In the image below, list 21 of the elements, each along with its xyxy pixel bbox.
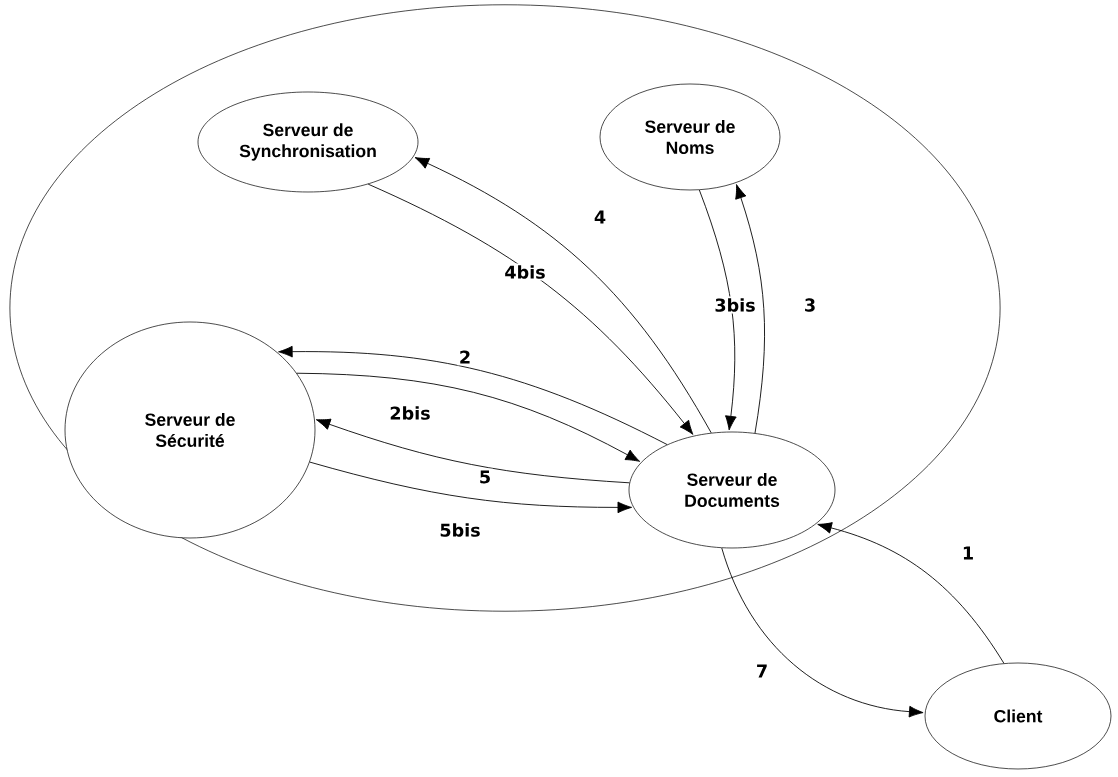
- edge-label: 2: [457, 348, 473, 366]
- edge-label: 1: [960, 544, 976, 562]
- arrow: [296, 372, 641, 462]
- edge-label: 4bis: [502, 263, 548, 281]
- boundary-ellipse: [9, 4, 1001, 612]
- arrow: [721, 547, 924, 718]
- arrow: [367, 183, 694, 435]
- edge-label: 2bis: [387, 404, 433, 422]
- arrow: [817, 522, 1005, 664]
- arrow: [698, 189, 737, 431]
- edge-label: 5: [477, 468, 493, 486]
- edge-label: 4: [592, 208, 608, 226]
- edge-label: 3: [802, 296, 818, 314]
- edge-label: 3bis: [712, 296, 758, 314]
- edge-label: 5bis: [437, 521, 483, 539]
- arrow: [414, 157, 712, 434]
- arrow: [735, 184, 765, 434]
- edge-label: 7: [754, 662, 770, 680]
- arrow: [278, 345, 668, 445]
- arrow: [315, 418, 630, 484]
- arrow: [309, 461, 633, 514]
